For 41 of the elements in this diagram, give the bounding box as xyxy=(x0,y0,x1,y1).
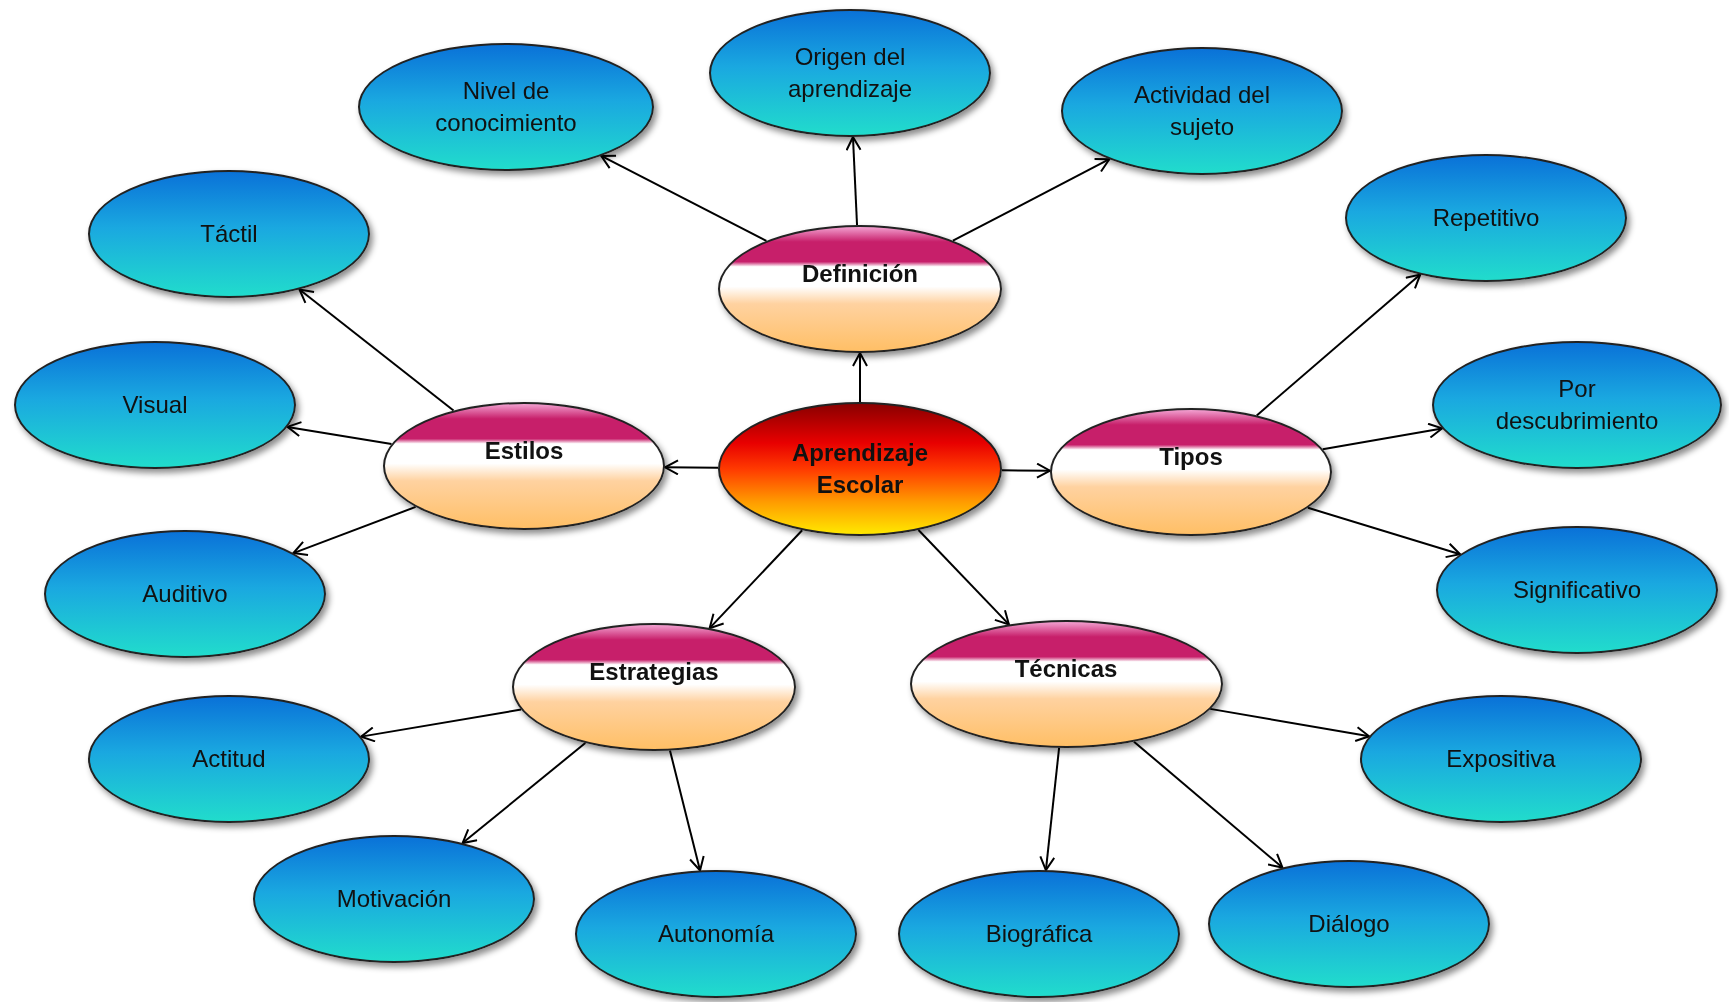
node-label: Visual xyxy=(121,389,189,420)
node-label: Autonomía xyxy=(656,918,776,949)
node-label: Táctil xyxy=(199,218,259,249)
arrow xyxy=(1209,707,1371,742)
arrow xyxy=(708,529,804,630)
arrow xyxy=(1039,746,1061,872)
arrow xyxy=(1306,506,1462,559)
arrow xyxy=(1133,740,1284,869)
node-label: Definición xyxy=(801,258,919,289)
arrow xyxy=(1000,462,1052,479)
arrow xyxy=(1321,422,1444,451)
arrow xyxy=(286,421,393,446)
node-label: Biográfica xyxy=(984,918,1094,949)
arrow xyxy=(298,288,455,412)
node-label: Técnicas xyxy=(1013,653,1119,684)
node-label: Significativo xyxy=(1511,574,1643,605)
node-label: Actitud xyxy=(191,743,267,774)
node-label: Motivación xyxy=(335,883,453,914)
node-label: Estilos xyxy=(483,435,565,466)
node-label: Por descubrimiento xyxy=(1494,373,1660,436)
arrow xyxy=(852,352,868,403)
node-label: Repetitivo xyxy=(1431,202,1541,233)
arrow xyxy=(360,708,523,743)
arrow xyxy=(917,529,1010,626)
node-label: Estrategias xyxy=(588,656,720,687)
arrow xyxy=(668,749,705,872)
arrow xyxy=(951,158,1111,242)
node-label: Actividad del sujeto xyxy=(1132,79,1272,142)
arrow xyxy=(600,154,768,242)
node-label: Tipos xyxy=(1158,441,1224,472)
arrow xyxy=(845,136,862,226)
arrow xyxy=(1255,273,1422,417)
node-label: Diálogo xyxy=(1307,908,1391,939)
arrow xyxy=(663,459,720,476)
node-label: Origen del aprendizaje xyxy=(786,41,914,104)
node-label: Expositiva xyxy=(1445,743,1557,774)
arrow xyxy=(292,505,417,557)
node-label: Aprendizaje Escolar xyxy=(791,437,929,500)
node-label: Nivel de conocimiento xyxy=(434,75,578,138)
arrow xyxy=(461,742,587,845)
node-label: Auditivo xyxy=(141,578,229,609)
